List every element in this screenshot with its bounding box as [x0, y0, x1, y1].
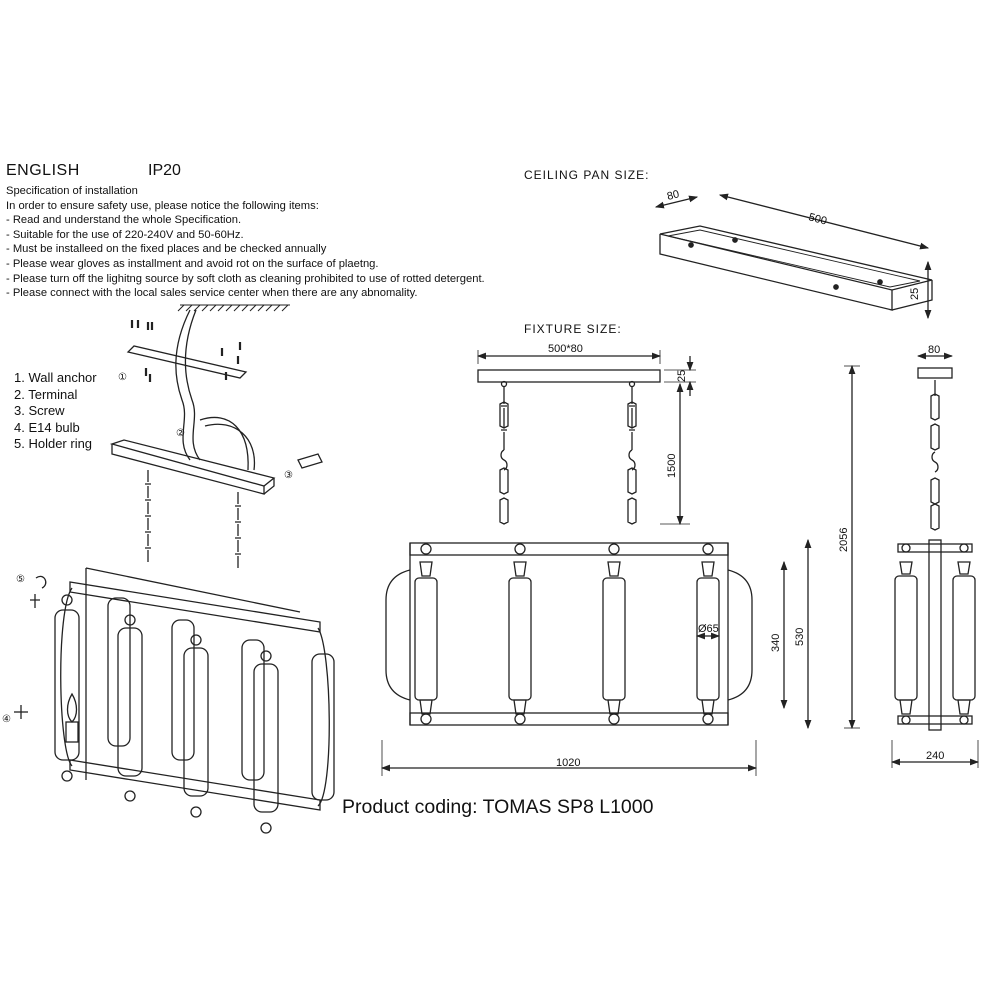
body-height-label: 340: [770, 634, 782, 652]
ceiling-hatch: [177, 304, 290, 312]
parts-legend: 1. Wall anchor 2. Terminal 3. Screw 4. E…: [14, 370, 97, 453]
svg-text:③: ③: [284, 470, 293, 481]
overall-width-label: 1020: [556, 757, 580, 769]
canopy-dim-label: 500*80: [548, 343, 583, 355]
spec-line: Specification of installation: [6, 185, 138, 197]
side-elevation: [890, 352, 980, 768]
legend-item: 4. E14 bulb: [14, 419, 80, 435]
legend-item: 5. Holder ring: [14, 436, 93, 451]
total-height-label: 2056: [838, 528, 850, 552]
pan-length-label: 500: [807, 211, 828, 227]
exploded-view: ① ② ③: [2, 309, 335, 834]
svg-text:②: ②: [176, 428, 185, 439]
product-coding: Product coding: TOMAS SP8 L1000: [342, 796, 654, 818]
installation-spec: Specification of installation In order t…: [6, 184, 485, 301]
fixture-size-title: FIXTURE SIZE:: [524, 322, 622, 336]
spec-line: - Read and understand the whole Specific…: [6, 214, 242, 227]
frame-height-label: 530: [794, 628, 806, 646]
front-elevation: [380, 350, 860, 776]
legend-item: 3. Screw: [14, 403, 65, 418]
pan-width-label: 80: [666, 188, 681, 203]
spec-line: - Suitable for the use of 220-240V and 5…: [6, 228, 244, 241]
spec-line: In order to ensure safety use, please no…: [6, 199, 319, 212]
legend-item: 2. Terminal: [14, 386, 78, 402]
spec-line: - Please turn off the lighitng source by…: [6, 272, 485, 285]
svg-text:①: ①: [118, 372, 127, 383]
legend-item: 1. Wall anchor: [14, 370, 97, 385]
spec-line: - Please connect with the local sales se…: [6, 287, 418, 300]
spec-line: - Must be installeed on the fixed places…: [6, 243, 327, 256]
ip-rating: IP20: [148, 162, 181, 179]
tube-diameter-label: Ø65: [698, 623, 719, 635]
side-width-label: 240: [926, 750, 944, 762]
side-canopy-label: 80: [928, 344, 940, 356]
ceiling-pan-drawing: [654, 193, 933, 320]
chain-length-label: 1500: [666, 454, 678, 478]
pan-height-label: 25: [909, 288, 921, 300]
spec-line: - Please wear gloves as installment and …: [6, 257, 379, 270]
language-label: ENGLISH: [6, 162, 80, 179]
svg-text:④: ④: [2, 714, 11, 725]
ceiling-pan-title: CEILING PAN SIZE:: [524, 168, 650, 182]
svg-text:⑤: ⑤: [16, 574, 25, 585]
canopy-height-label: 25: [676, 370, 688, 382]
